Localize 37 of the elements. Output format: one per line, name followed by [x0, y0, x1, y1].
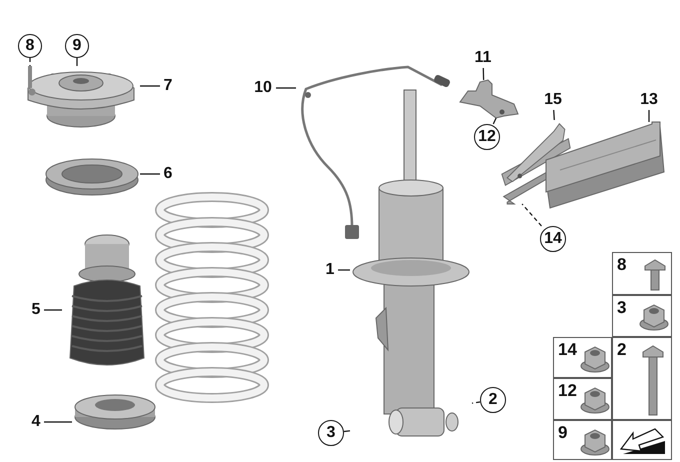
callout-number: 3	[318, 420, 344, 446]
leader-line	[648, 110, 650, 122]
callout-number: 6	[160, 164, 176, 184]
callout-number: 14	[540, 226, 566, 252]
leader-line	[76, 58, 78, 66]
part-number: 8	[617, 256, 626, 273]
leader-line	[553, 110, 555, 120]
callout-number: 5	[28, 300, 44, 320]
part-number: 3	[617, 299, 626, 316]
leader-line	[344, 430, 350, 432]
leader-line	[44, 309, 62, 311]
leader-line	[140, 85, 160, 87]
part-number: 14	[558, 341, 577, 358]
leader-line	[492, 118, 497, 124]
part-number: 2	[617, 341, 626, 358]
callout-number: 2	[480, 387, 506, 413]
leader-line	[482, 68, 484, 80]
leader-line	[44, 421, 72, 423]
leader-line	[140, 173, 160, 175]
callout-number: 10	[250, 78, 276, 98]
callout-number: 8	[18, 34, 42, 58]
bracket-drawing	[458, 80, 518, 118]
callout-number: 12	[474, 124, 500, 150]
callout-number: 15	[540, 90, 566, 110]
leader-line	[338, 269, 350, 271]
callout-number: 4	[28, 412, 44, 432]
callout-number: 1	[322, 260, 338, 280]
callout-number: 11	[470, 48, 496, 68]
leader-line	[472, 401, 480, 404]
callout-number: 13	[636, 90, 662, 110]
leader-line	[276, 87, 296, 89]
leader-line	[522, 204, 542, 226]
callout-number: 7	[160, 76, 176, 96]
part-number: 12	[558, 382, 577, 399]
part-number: 9	[558, 424, 568, 441]
leader-line	[29, 58, 31, 66]
callout-number: 9	[65, 34, 89, 58]
